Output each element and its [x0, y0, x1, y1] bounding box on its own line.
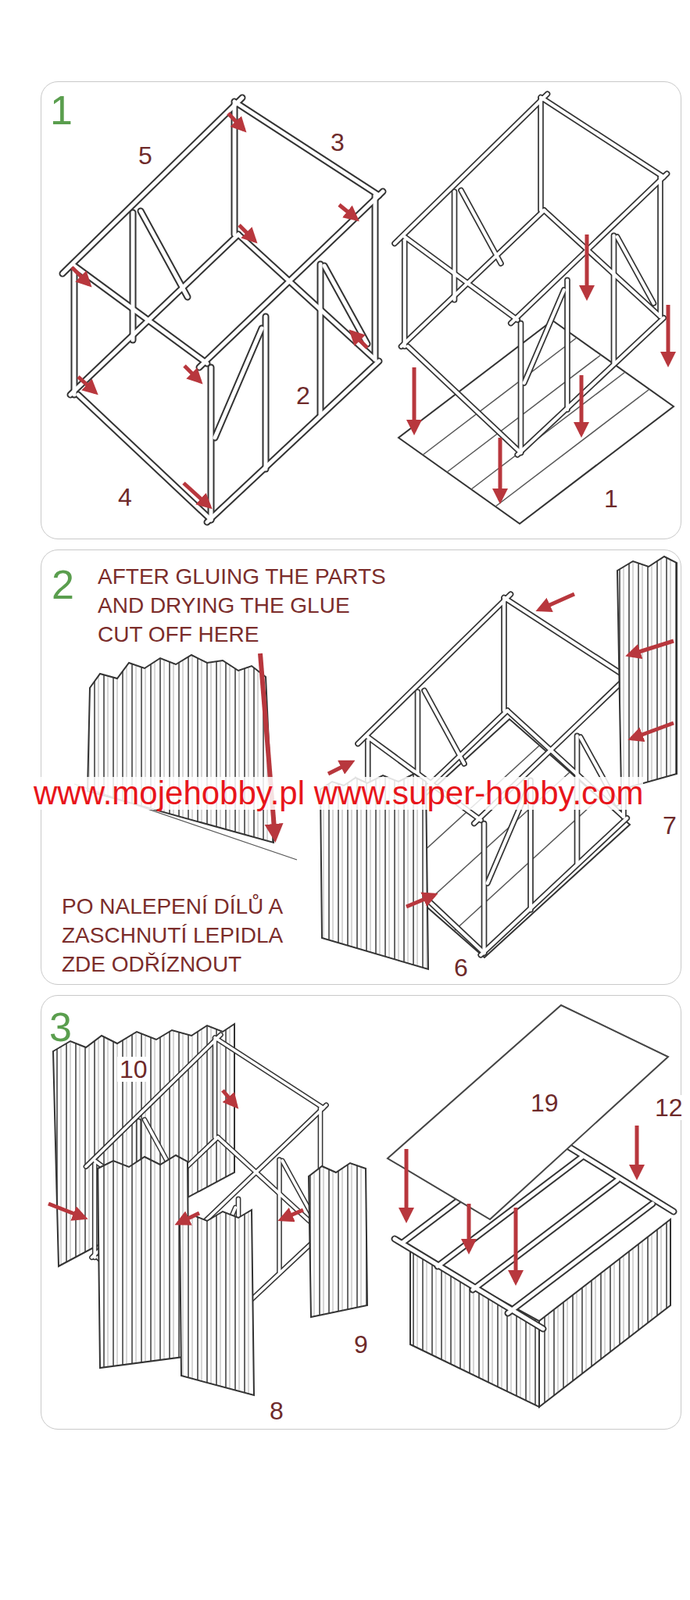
watermark: www.mojehobby.pl www.super-hobby.com	[33, 776, 644, 810]
illustration-part	[629, 640, 674, 655]
illustration-part	[498, 437, 503, 501]
callout-number: 7	[660, 812, 680, 838]
illustration-part	[351, 332, 368, 348]
box-walls	[410, 1219, 671, 1407]
illustration-part	[222, 1090, 236, 1106]
illustration-part	[260, 653, 276, 838]
illustration-part	[71, 267, 90, 285]
callout-number: 5	[135, 143, 155, 169]
illustration-part	[585, 234, 590, 297]
illustration-part	[539, 593, 575, 610]
assembly-arrows	[328, 593, 674, 907]
illustration-part	[467, 1203, 472, 1251]
step-number: 3	[49, 1006, 72, 1048]
illustration-part	[183, 482, 210, 507]
stake-walls	[320, 556, 677, 969]
illustration-part	[666, 304, 671, 364]
illustration-part	[228, 113, 244, 130]
illustration-part	[412, 367, 417, 432]
illustration-part	[579, 375, 584, 434]
illustration-part	[404, 1148, 409, 1220]
illustration-part	[617, 556, 677, 790]
assembly-arrows	[406, 1125, 637, 1282]
instruction-note: PO NALEPENÍ DÍLŮ A ZASCHNUTÍ LEPIDLA ZDE…	[61, 891, 297, 979]
illustration-part	[62, 97, 383, 522]
roof-plate	[387, 1004, 669, 1220]
illustration-part	[328, 761, 352, 774]
illustration-part	[635, 1125, 640, 1177]
illustration-part	[78, 376, 96, 393]
callout-number: 1	[601, 486, 621, 512]
illustration-part	[179, 1209, 254, 1395]
callout-number: 12	[652, 1094, 686, 1120]
callout-number: 10	[117, 1056, 151, 1082]
step-number: 2	[51, 564, 75, 605]
illustration-part	[184, 365, 201, 382]
illustration-part	[178, 1212, 200, 1223]
assembly-arrows	[48, 1090, 304, 1223]
step-number: 1	[50, 89, 73, 131]
illustration-part	[406, 894, 435, 907]
instruction-note: AFTER GLUING THE PARTS AND DRYING THE GL…	[97, 561, 395, 649]
illustration-part	[394, 93, 668, 455]
illustration-part	[631, 722, 674, 739]
illustration-part	[446, 354, 601, 472]
assembly-arrows	[71, 113, 368, 507]
illustration-part	[281, 1209, 304, 1220]
callout-number: 2	[293, 382, 313, 408]
step-panel: 2 AFTER GLUING THE PARTS AND DRYING THE G…	[40, 549, 682, 985]
callout-number: 9	[351, 1331, 371, 1357]
illustration-part	[308, 1162, 368, 1317]
illustration-part	[97, 1154, 190, 1368]
frame-left	[62, 97, 383, 522]
illustration-part	[539, 1219, 671, 1407]
assembly-arrows	[414, 234, 669, 501]
illustration-part	[48, 1203, 85, 1218]
illustration-part	[339, 204, 357, 219]
callout-number: 4	[115, 484, 135, 510]
illustration-part	[422, 337, 577, 455]
illustration-part	[87, 654, 274, 843]
stake-wall-detail	[74, 653, 297, 860]
callout-number: 6	[451, 954, 471, 980]
stake-walls	[97, 1154, 368, 1395]
illustration-part	[239, 225, 255, 241]
callout-number: 19	[528, 1090, 562, 1116]
illustration-part	[514, 1207, 519, 1282]
illustration-part	[410, 1250, 540, 1407]
frame-right	[394, 93, 668, 455]
callout-number: 8	[267, 1397, 287, 1423]
callout-number: 3	[328, 129, 347, 155]
